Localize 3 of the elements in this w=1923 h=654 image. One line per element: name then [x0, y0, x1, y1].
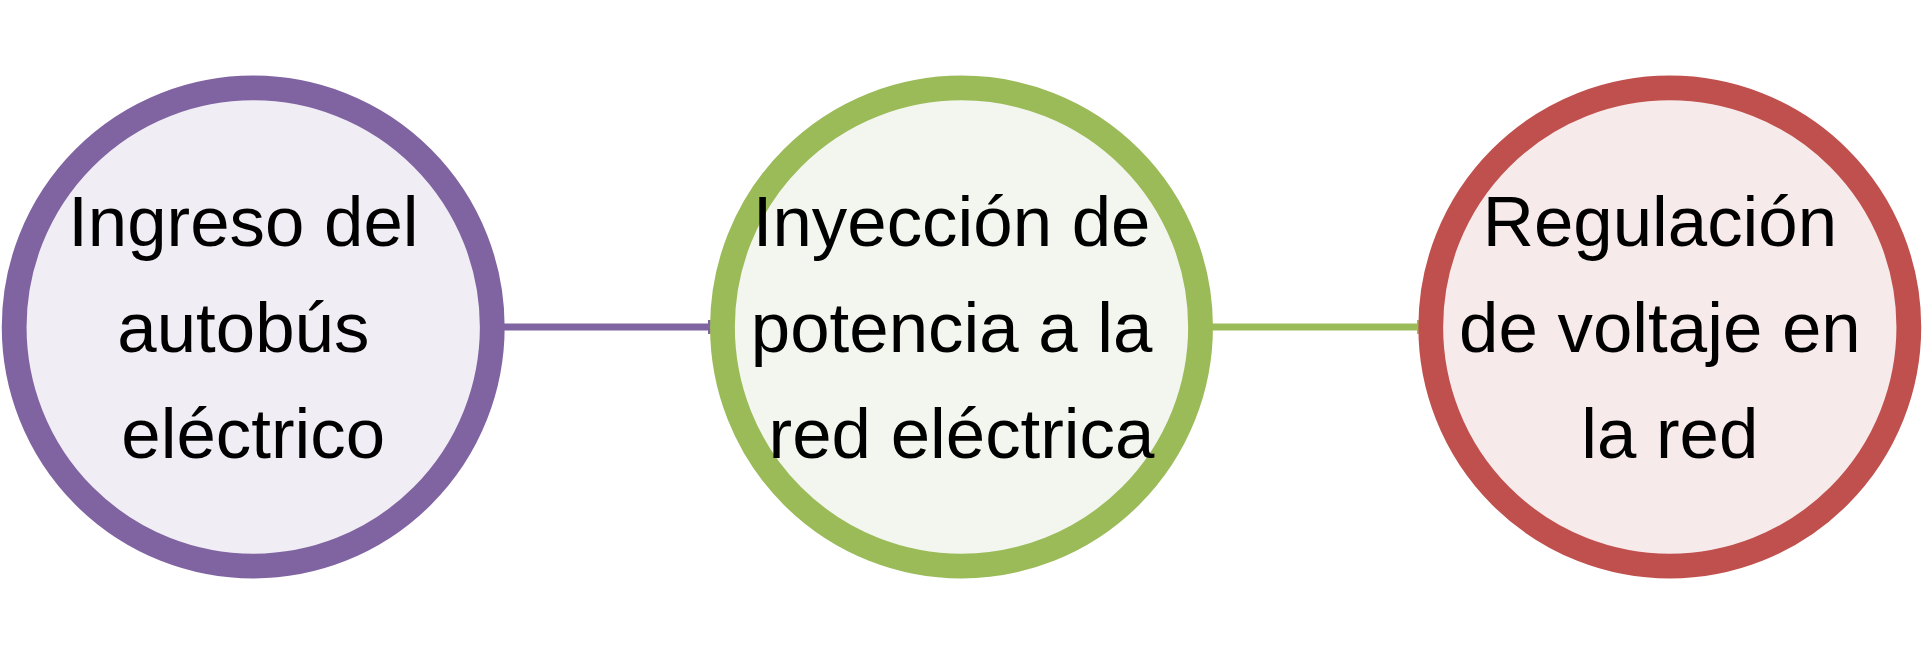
node-circle: Ingreso del autobús eléctrico	[1, 75, 505, 579]
node-circle: Regulación de voltaje en la red	[1418, 75, 1922, 579]
node-circle: Inyección de potencia a la red eléctrica	[710, 75, 1213, 579]
